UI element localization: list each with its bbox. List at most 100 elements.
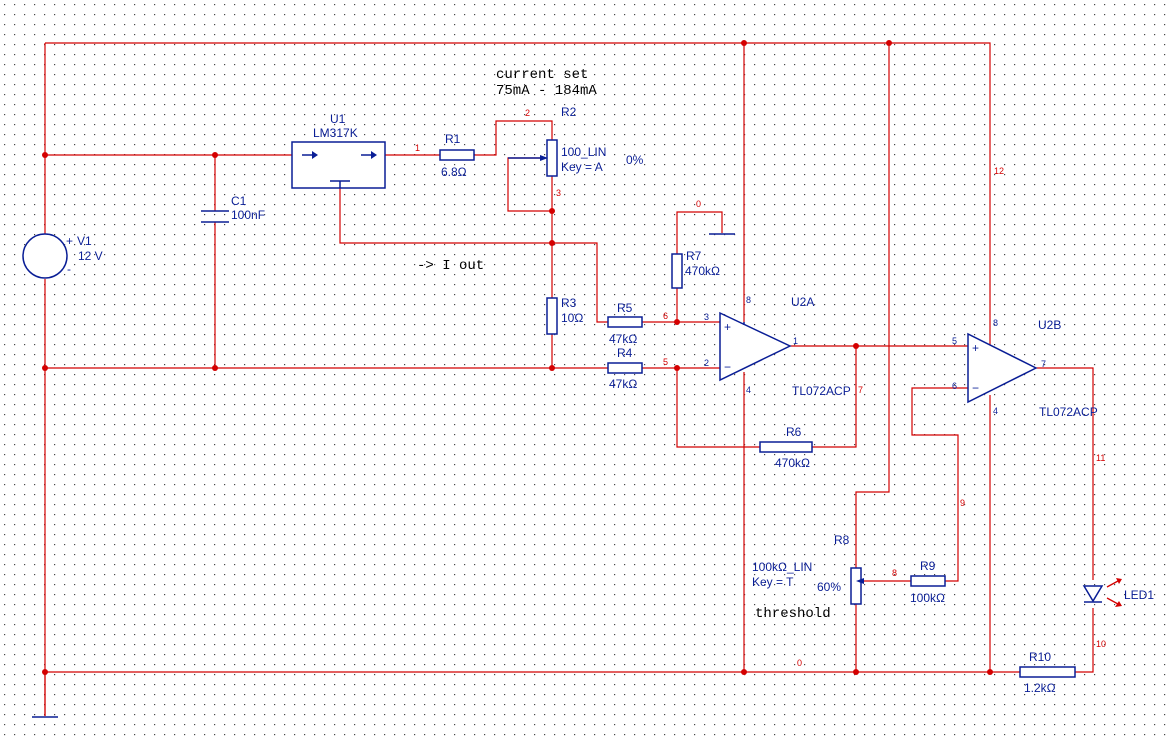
v1-minus-sign: - <box>67 262 71 276</box>
r1-value: 6.8Ω <box>441 165 467 179</box>
wire-r6-left[interactable] <box>676 368 760 448</box>
u2b-plus-sign: + <box>972 341 979 355</box>
resistor-r10[interactable]: R10 1.2kΩ <box>1019 650 1076 695</box>
junction <box>741 669 747 675</box>
resistor-r1[interactable]: R1 6.8Ω <box>439 132 475 179</box>
r8-key: Key = T <box>752 575 794 589</box>
u2a-pin-3: 3 <box>704 312 709 322</box>
resistor-r9[interactable]: R9 100kΩ <box>910 559 946 605</box>
c1-value: 100nF <box>231 208 265 222</box>
wire-net-10[interactable] <box>1075 608 1094 673</box>
r2-name: R2 <box>561 105 577 119</box>
r7-name: R7 <box>686 249 702 263</box>
junction <box>987 669 993 675</box>
r7-value: 470kΩ <box>685 264 720 278</box>
r3-value: 10Ω <box>561 311 583 325</box>
ground-symbol-main[interactable] <box>32 672 58 718</box>
r1-name: R1 <box>445 132 461 146</box>
resistor-r3[interactable]: R3 10Ω <box>546 296 583 335</box>
junction <box>674 319 680 325</box>
u2b-pin-7: 7 <box>1041 359 1046 369</box>
junctions <box>42 40 993 675</box>
net-labels: 1 2 3 0 6 5 7 12 9 8 11 10 0 <box>415 108 1106 668</box>
u2a-name: U2A <box>791 295 814 309</box>
wire-r6-right[interactable] <box>812 346 857 448</box>
opamp-u2b[interactable]: + − U2B TL072ACP 5 6 7 8 4 <box>952 318 1098 419</box>
r6-name: R6 <box>786 425 802 439</box>
junction <box>853 343 859 349</box>
wire-net-2[interactable] <box>474 120 553 156</box>
net-label-7: 7 <box>858 385 863 395</box>
wire-adj[interactable] <box>339 180 608 323</box>
regulator-u1[interactable]: U1 LM317K <box>291 112 386 189</box>
r9-name: R9 <box>920 559 936 573</box>
junction <box>549 208 555 214</box>
junction <box>886 40 892 46</box>
u2a-pin-2: 2 <box>704 358 709 368</box>
net-label-11: 11 <box>1096 453 1105 463</box>
led-light-arrow-icon <box>1116 578 1122 584</box>
junction <box>549 365 555 371</box>
r8-name: R8 <box>834 533 850 547</box>
u2a-pin-8: 8 <box>746 295 751 305</box>
potentiometer-r2[interactable]: R2 100_LIN Key = A 0% <box>508 105 644 177</box>
wire-net-11[interactable] <box>1036 367 1094 580</box>
u2b-name: U2B <box>1038 318 1061 332</box>
net-label-9: 9 <box>960 498 965 508</box>
u1-part: LM317K <box>313 126 358 140</box>
junction <box>212 152 218 158</box>
u2b-pin-8: 8 <box>993 318 998 328</box>
resistor-r4[interactable]: R4 47kΩ <box>607 346 643 391</box>
junction <box>212 365 218 371</box>
u2a-plus-sign: + <box>724 320 731 334</box>
u2a-pin-4: 4 <box>746 385 751 395</box>
note-current-range: 75mA - 184mA <box>496 83 597 99</box>
r2-percent: 0% <box>626 153 644 167</box>
junction <box>853 669 859 675</box>
resistor-r7[interactable]: R7 470kΩ <box>671 249 720 289</box>
junction <box>42 152 48 158</box>
r8-value: 100kΩ_LIN <box>752 560 812 574</box>
opamp-u2a[interactable]: + − U2A TL072ACP 3 2 1 8 4 <box>704 295 851 398</box>
net-label-1: 1 <box>415 143 420 153</box>
r2-wiper-arrow-icon <box>540 155 548 161</box>
u2b-minus-sign: − <box>972 381 979 395</box>
u2b-pin-5: 5 <box>952 336 957 346</box>
r2-key: Key = A <box>561 160 603 174</box>
potentiometer-r8[interactable]: R8 100kΩ_LIN Key = T 60% <box>752 533 864 605</box>
net-label-6: 6 <box>663 311 668 321</box>
net-label-5: 5 <box>663 357 668 367</box>
led-led1[interactable]: LED1 <box>1082 578 1154 607</box>
wire-net-9[interactable] <box>911 387 968 582</box>
junction <box>674 365 680 371</box>
wire-top-to-r8[interactable] <box>855 43 890 568</box>
r8-wiper-arrow-icon <box>856 578 864 584</box>
note-current-set: current set <box>496 67 588 83</box>
resistor-r6[interactable]: R6 470kΩ <box>759 425 813 470</box>
net-label-2: 2 <box>525 108 530 118</box>
voltage-source-v1[interactable]: + - V1 12 V <box>22 233 103 279</box>
resistor-r5[interactable]: R5 47kΩ <box>607 301 643 346</box>
u2a-minus-sign: − <box>724 360 731 374</box>
capacitor-c1[interactable]: C1 100nF <box>201 194 265 223</box>
led1-name: LED1 <box>1124 588 1154 602</box>
u1-output-arrow-icon <box>371 151 377 159</box>
wire-r7-top[interactable] <box>676 211 723 254</box>
c1-name: C1 <box>231 194 247 208</box>
r2-value: 100_LIN <box>561 145 606 159</box>
note-i-out: -> I out <box>417 258 484 274</box>
r6-value: 470kΩ <box>775 456 810 470</box>
v1-plus-sign: + <box>66 234 73 248</box>
wires <box>44 42 1094 716</box>
annotations: current set 75mA - 184mA -> I out thresh… <box>417 67 831 622</box>
led-light-arrow-icon <box>1115 601 1122 607</box>
r9-value: 100kΩ <box>910 591 945 605</box>
net-label-3: 3 <box>556 188 561 198</box>
u2a-pin-1: 1 <box>793 336 798 346</box>
v1-name: V1 <box>77 234 92 248</box>
r4-value: 47kΩ <box>609 377 637 391</box>
r5-name: R5 <box>617 301 633 315</box>
u2b-part: TL072ACP <box>1039 405 1098 419</box>
junction <box>741 40 747 46</box>
